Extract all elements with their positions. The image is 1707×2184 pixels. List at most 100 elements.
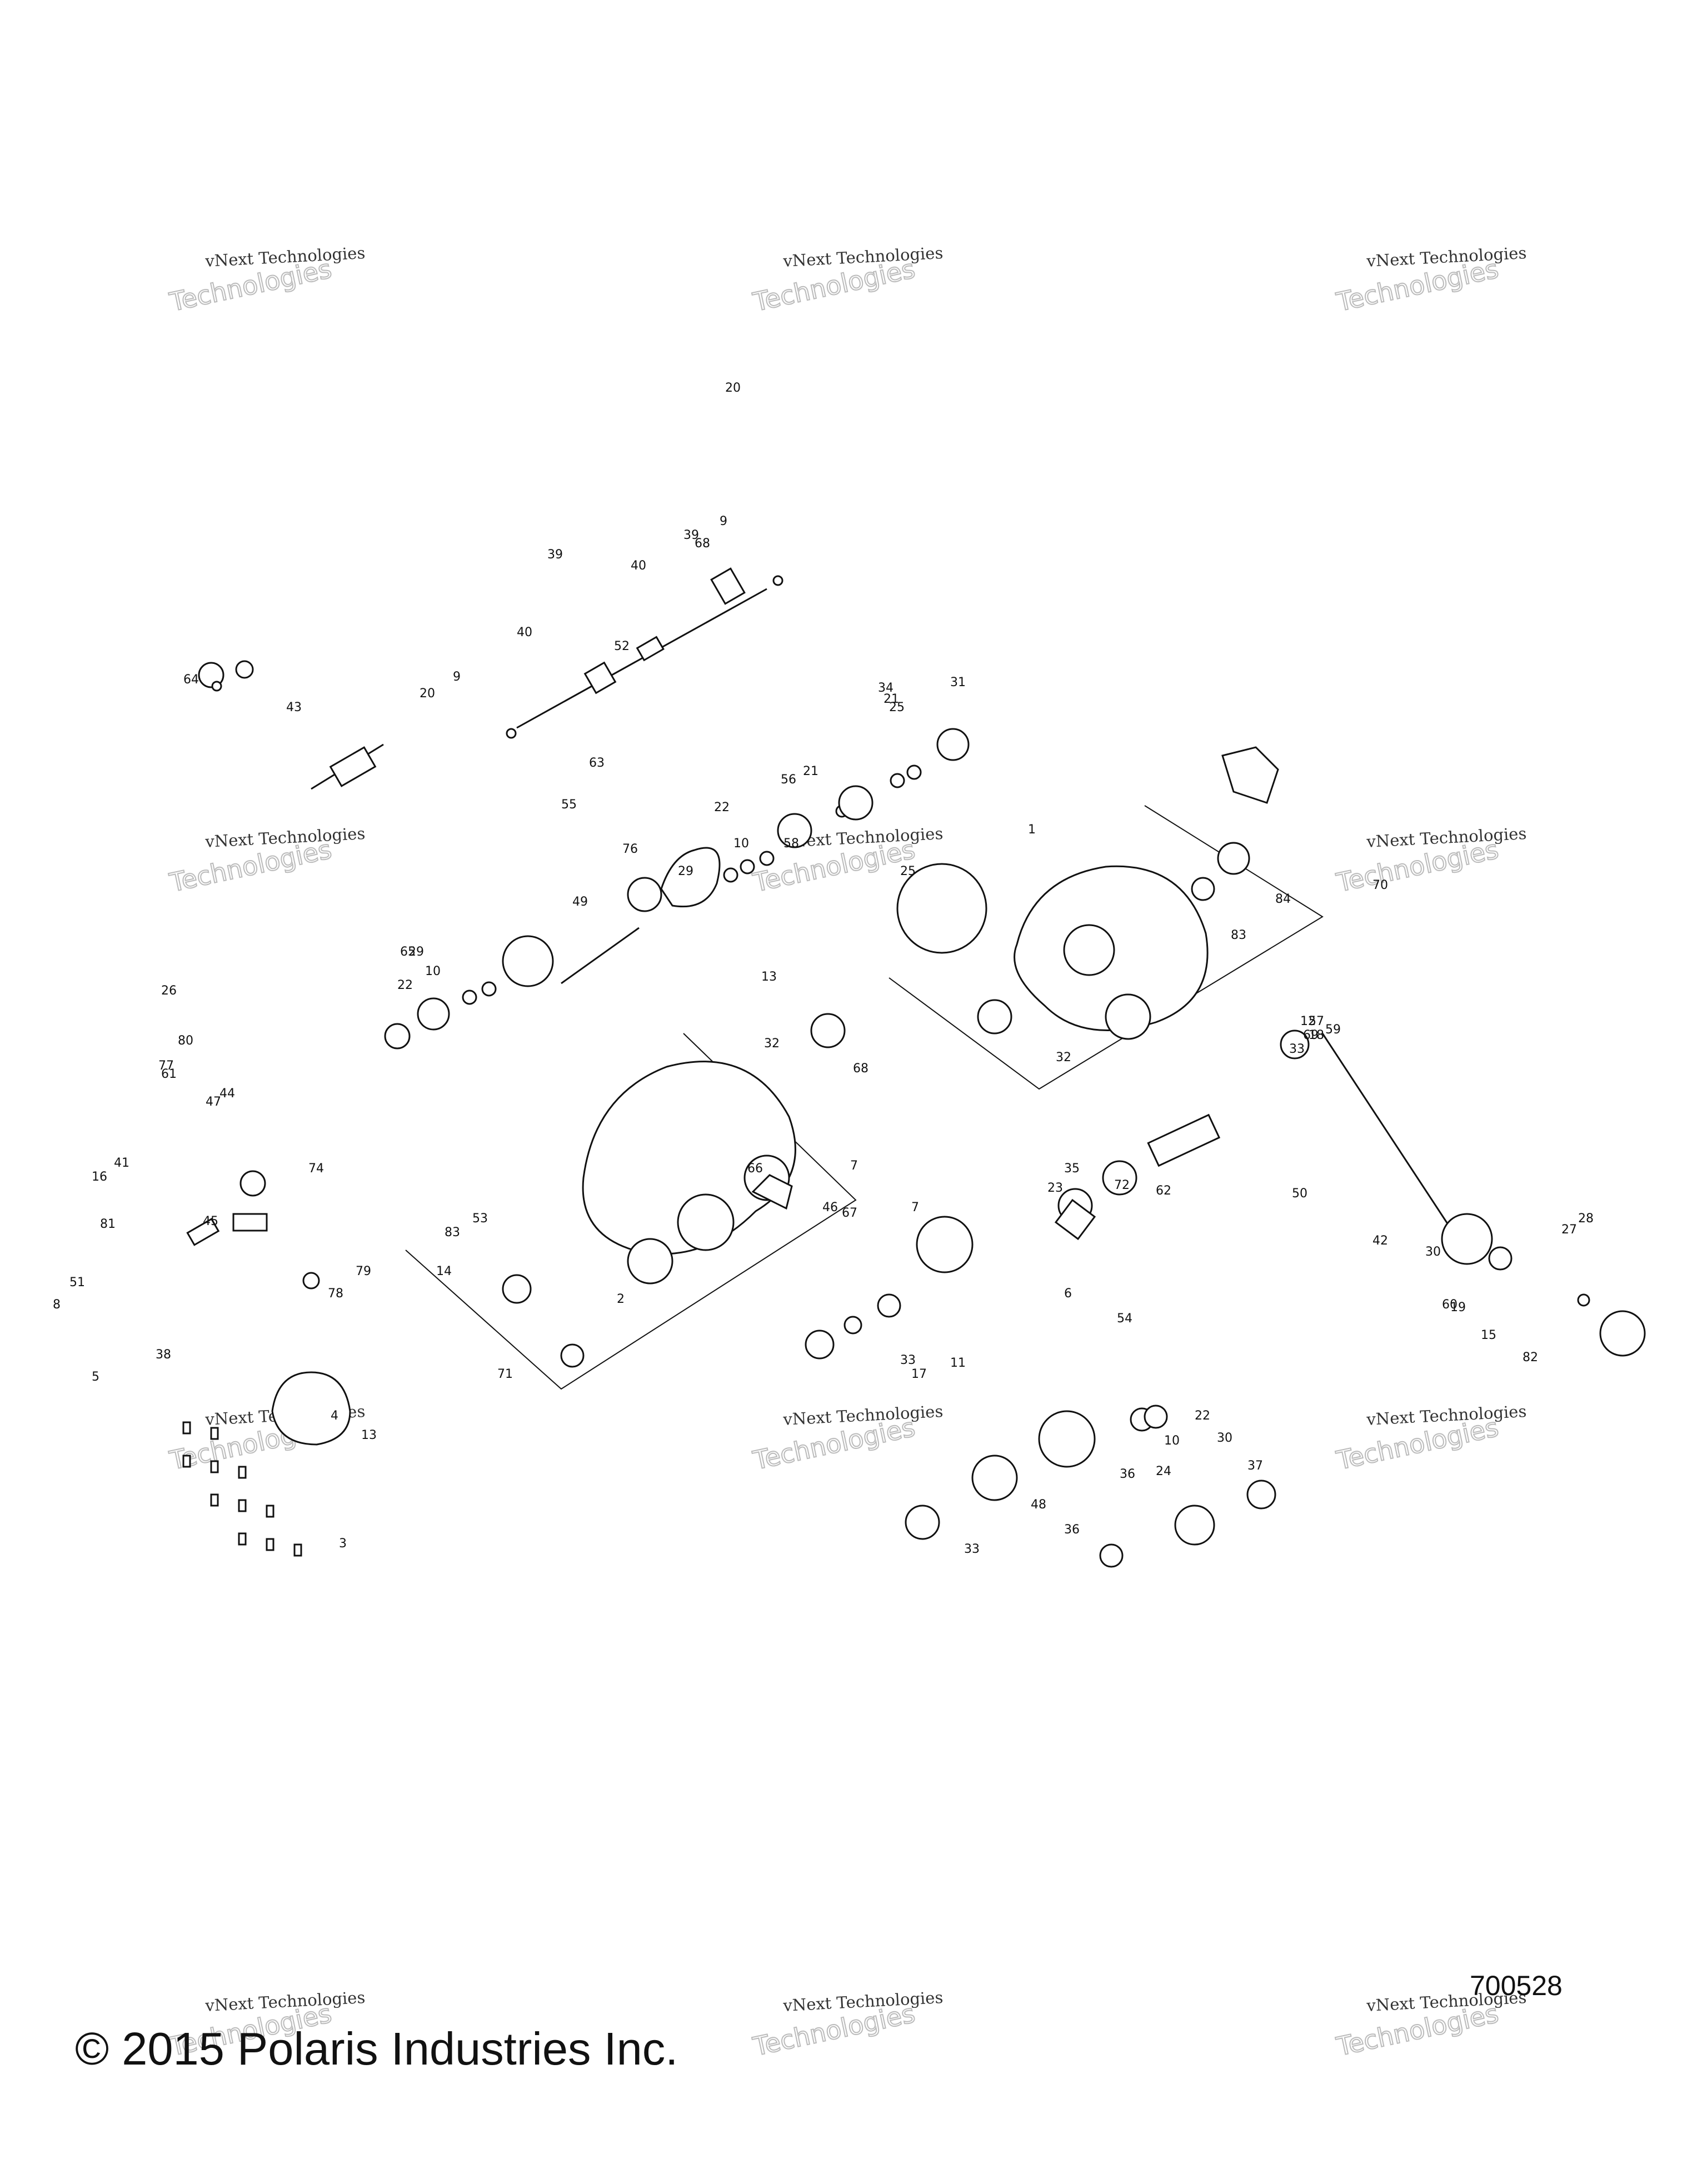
callout-label: 68 bbox=[853, 1062, 869, 1076]
callout-label: 37 bbox=[1247, 1459, 1263, 1473]
bracket bbox=[1221, 746, 1279, 804]
callout-label: 13 bbox=[361, 1428, 377, 1442]
callout-label: 40 bbox=[517, 626, 532, 639]
large-gear bbox=[896, 863, 987, 954]
output-gear-assembly bbox=[810, 863, 1221, 1223]
callout-label: 8 bbox=[53, 1298, 61, 1312]
callout-label: 79 bbox=[356, 1265, 371, 1278]
gear bbox=[916, 1216, 974, 1273]
callout-label: 2 bbox=[617, 1292, 625, 1306]
ring bbox=[772, 575, 783, 586]
callout-label: 4 bbox=[331, 1409, 338, 1423]
callout-label: 51 bbox=[69, 1276, 85, 1290]
callout-label: 59 bbox=[1325, 1023, 1341, 1037]
watermark: vNext Technologies Technologies bbox=[1333, 243, 1527, 318]
callout-label: 16 bbox=[92, 1170, 107, 1184]
callout-label: 45 bbox=[203, 1215, 218, 1228]
shaft bbox=[561, 927, 640, 984]
callout-label: 57 bbox=[1309, 1014, 1324, 1028]
callout-label: 24 bbox=[1156, 1465, 1171, 1478]
gear bbox=[1038, 1410, 1096, 1468]
callout-label: 27 bbox=[1561, 1223, 1577, 1237]
callout-label: 48 bbox=[1031, 1498, 1046, 1512]
callout-label: 29 bbox=[678, 864, 693, 878]
watermark: vNext Technologies Technologies bbox=[166, 824, 366, 898]
callout-label: 9 bbox=[453, 670, 461, 684]
callout-label: 22 bbox=[1195, 1409, 1210, 1423]
watermarks: vNext Technologies Technologies vNext Te… bbox=[166, 243, 1527, 2062]
callout-label: 46 bbox=[822, 1201, 838, 1215]
callout-label: 21 bbox=[884, 692, 899, 706]
callout-label: 54 bbox=[1117, 1312, 1132, 1326]
callout-label: 3 bbox=[339, 1537, 347, 1551]
callout-label: 10 bbox=[425, 964, 441, 978]
callout-label: 33 bbox=[964, 1542, 980, 1556]
ring bbox=[506, 728, 517, 739]
callout-label: 28 bbox=[1578, 1212, 1594, 1226]
callout-label: 13 bbox=[761, 970, 777, 984]
callout-label: 11 bbox=[950, 1356, 966, 1370]
callout-label: 7 bbox=[850, 1159, 858, 1173]
callout-labels: 1 2 3 4 5 6 7 7 8 9 9 10 10 10 11 12 13 … bbox=[53, 381, 1594, 1556]
callout-label: 34 bbox=[878, 681, 894, 695]
callout-label: 10 bbox=[1164, 1434, 1180, 1448]
drawing-number: 700528 bbox=[1470, 1970, 1563, 2001]
callout-label: 77 bbox=[158, 1059, 174, 1073]
callout-label: 5 bbox=[92, 1370, 99, 1384]
callout-label: 36 bbox=[1120, 1467, 1135, 1481]
callout-label: 32 bbox=[764, 1037, 780, 1051]
callout-label: 56 bbox=[781, 773, 796, 787]
shift-rail bbox=[516, 588, 767, 729]
gear bbox=[838, 785, 874, 821]
callout-label: 76 bbox=[622, 842, 638, 856]
callout-label: 53 bbox=[472, 1212, 488, 1226]
callout-label: 58 bbox=[783, 837, 799, 851]
callout-label: 10 bbox=[733, 837, 749, 851]
callout-label: 6 bbox=[1064, 1287, 1072, 1301]
callout-label: 20 bbox=[725, 381, 741, 395]
right-housing-half bbox=[889, 746, 1324, 1090]
shift-shaft-parts bbox=[186, 660, 320, 1290]
callout-label: 30 bbox=[1217, 1431, 1232, 1445]
callout-label: 78 bbox=[328, 1287, 343, 1301]
callout-label: 25 bbox=[900, 864, 916, 878]
callout-label: 7 bbox=[911, 1201, 919, 1215]
callout-label: 33 bbox=[1289, 1042, 1305, 1056]
shift-housing-and-bolts bbox=[182, 1371, 351, 1557]
callout-label: 63 bbox=[589, 756, 605, 770]
callout-label: 40 bbox=[631, 559, 646, 573]
callout-label: 18 bbox=[1309, 1028, 1324, 1042]
callout-label: 38 bbox=[156, 1348, 171, 1362]
callout-label: 83 bbox=[1231, 928, 1246, 942]
callout-label: 83 bbox=[445, 1226, 460, 1240]
callout-label: 14 bbox=[436, 1265, 452, 1278]
callout-label: 25 bbox=[889, 701, 905, 714]
callout-label: 60 bbox=[1442, 1298, 1458, 1312]
shift-rail-assembly bbox=[506, 567, 783, 739]
callout-label: 21 bbox=[803, 764, 818, 778]
callout-label: 80 bbox=[178, 1034, 193, 1048]
left-housing-half bbox=[405, 1033, 857, 1390]
callout-label: 39 bbox=[683, 528, 699, 542]
callout-label: 68 bbox=[695, 537, 710, 551]
callout-label: 69 bbox=[1303, 1028, 1319, 1042]
callout-label: 64 bbox=[183, 673, 199, 687]
callout-label: 62 bbox=[1156, 1184, 1171, 1198]
callout-label: 61 bbox=[161, 1067, 177, 1081]
callout-label: 17 bbox=[911, 1367, 927, 1381]
bearing bbox=[936, 728, 970, 761]
callout-label: 81 bbox=[100, 1217, 116, 1231]
callout-label: 15 bbox=[1481, 1328, 1496, 1342]
callout-label: 30 bbox=[1425, 1245, 1441, 1259]
callout-label: 72 bbox=[1114, 1178, 1130, 1192]
callout-label: 29 bbox=[408, 945, 424, 959]
callout-label: 33 bbox=[900, 1353, 916, 1367]
callout-label: 23 bbox=[1047, 1181, 1063, 1195]
callout-label: 35 bbox=[1064, 1162, 1080, 1176]
callout-label: 26 bbox=[161, 984, 177, 998]
callout-label: 22 bbox=[714, 801, 730, 814]
chain bbox=[660, 847, 721, 908]
lower-gear-cluster bbox=[805, 1198, 1276, 1568]
watermark: vNext Technologies Technologies bbox=[1333, 824, 1527, 898]
watermark: vNext Technologies Technologies bbox=[750, 243, 944, 318]
